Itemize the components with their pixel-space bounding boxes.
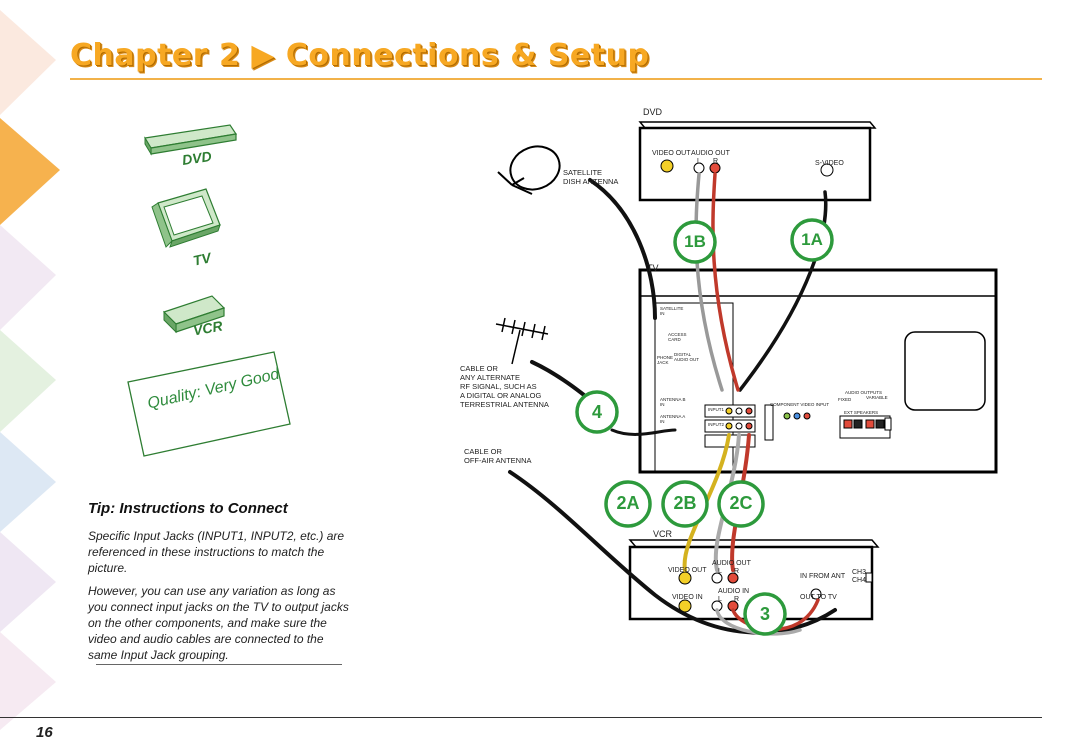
tv-input1-label: INPUT1 <box>708 407 725 412</box>
connection-diagram <box>495 121 998 636</box>
vcr-audio-out-label: AUDIO OUT <box>712 560 751 567</box>
dvd-l-label: L <box>697 158 701 165</box>
tv-antenna-b-label: ANTENNA B IN <box>660 397 686 407</box>
cables <box>508 172 837 636</box>
badge-2c: 2C <box>729 493 753 513</box>
tv-diagram-label: TV <box>647 263 659 273</box>
tv-input2-label: INPUT2 <box>708 422 725 427</box>
tv-access-card-label: ACCESS CARD <box>668 332 687 342</box>
tip-paragraph-2: However, you can use any variation as lo… <box>88 584 349 662</box>
quality-box <box>127 351 291 457</box>
tv-variable-label: VARIABLE <box>866 395 888 400</box>
chapter-title: Chapter 2 ▶ Connections & Setup <box>70 38 650 73</box>
tv-digital-audio-label: DIGITAL AUDIO OUT <box>674 352 700 362</box>
dvd-unit <box>638 121 877 202</box>
vcr-l-out-label: L <box>718 568 722 575</box>
dvd-video-out-label: VIDEO OUT <box>652 150 691 157</box>
cable-offair-label: CABLE OR OFF-AIR ANTENNA <box>464 447 532 465</box>
page-number: 16 <box>36 724 53 741</box>
vcr-r-out-label: R <box>734 568 740 575</box>
dvd-r-label: R <box>713 158 719 165</box>
vcr-device-icon <box>162 295 226 334</box>
vcr-video-out-label: VIDEO OUT <box>668 567 707 574</box>
vcr-l-in-label: L <box>718 596 722 603</box>
vcr-video-in-label: VIDEO IN <box>672 594 703 601</box>
vcr-out-to-tv-label: OUT TO TV <box>800 594 837 601</box>
terrestrial-antenna-icon <box>495 317 549 365</box>
decorative-side-triangles <box>0 10 60 730</box>
tv-device-icon <box>151 188 221 248</box>
vcr-audio-in-label: AUDIO IN <box>718 588 750 595</box>
tv-audio-outputs-label: AUDIO OUTPUTS <box>845 390 883 395</box>
badges <box>575 218 834 636</box>
vcr-diagram-label: VCR <box>653 529 673 539</box>
dvd-svideo-label: S-VIDEO <box>815 160 844 167</box>
badge-1a: 1A <box>801 230 823 249</box>
tip-paragraph-1: Specific Input Jacks (INPUT1, INPUT2, et… <box>88 529 345 575</box>
vcr-ch3-label: CH3 <box>852 569 867 576</box>
vcr-device-label: VCR <box>191 317 224 339</box>
badge-4: 4 <box>591 402 602 422</box>
dvd-audio-out-label: AUDIO OUT <box>691 150 730 157</box>
tv-satellite-in-label: SATELLITE IN <box>660 306 684 316</box>
tv-fixed-label: FIXED <box>838 397 852 402</box>
tv-ext-speakers-label: EXT SPEAKERS <box>844 410 879 415</box>
dvd-device-icon <box>144 124 238 156</box>
title-divider <box>70 78 1042 80</box>
dvd-diagram-label: DVD <box>643 107 663 117</box>
badge-3: 3 <box>759 604 770 624</box>
tv-device-label: TV <box>191 249 213 269</box>
cable-alternate-label: CABLE OR ANY ALTERNATE RF SIGNAL, SUCH A… <box>460 364 549 409</box>
badge-1b: 1B <box>684 232 706 251</box>
tv-unit <box>638 268 998 474</box>
vcr-r-in-label: R <box>734 596 740 603</box>
satellite-dish-icon <box>497 145 561 195</box>
tv-component-label: COMPONENT VIDEO INPUT <box>770 402 830 407</box>
footer-divider <box>0 717 1042 718</box>
vcr-ch4-label: CH4 <box>852 577 867 584</box>
vcr-in-from-ant-label: IN FROM ANT <box>800 573 846 580</box>
tv-phone-jack-label: PHONE JACK <box>657 355 674 365</box>
badge-2b: 2B <box>673 493 697 513</box>
tip-title: Tip: Instructions to Connect <box>88 500 288 517</box>
satellite-label: SATELLITE DISH ANTENNA <box>563 168 619 186</box>
tv-antenna-a-label: ANTENNA A IN <box>660 414 686 424</box>
badge-2a: 2A <box>616 493 640 513</box>
tip-divider <box>96 664 342 665</box>
